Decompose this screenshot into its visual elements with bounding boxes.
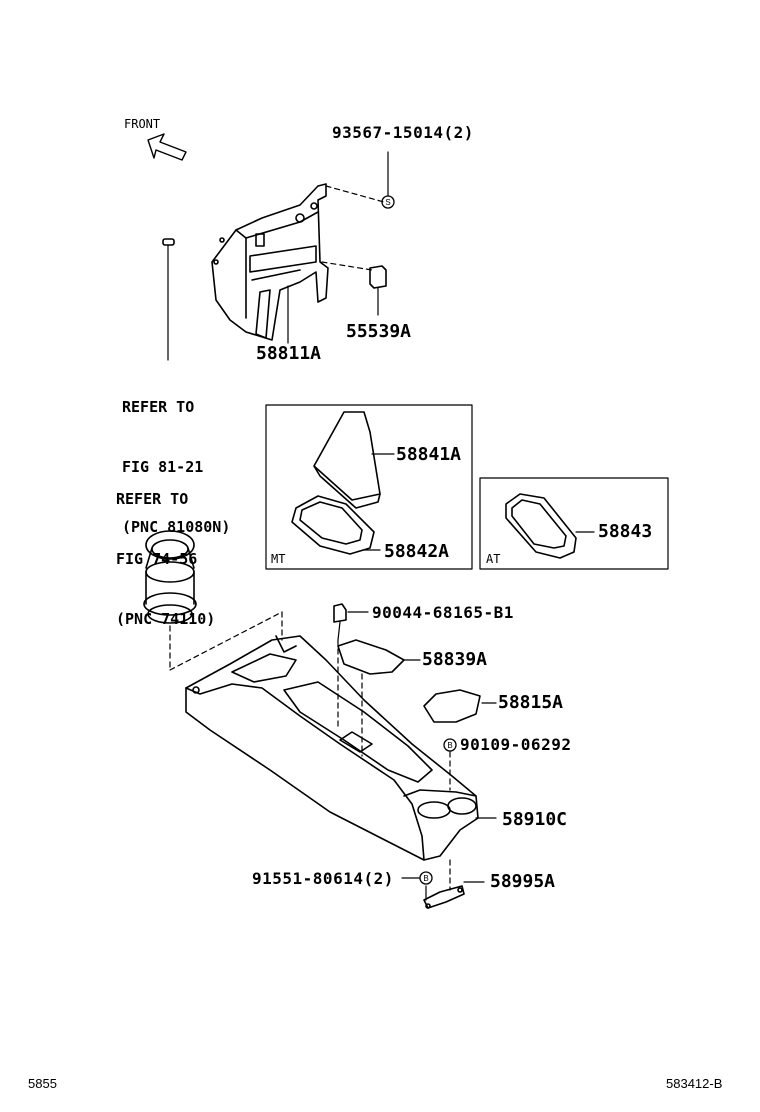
- bezel-58843: [505, 493, 595, 559]
- part-58995a: 58995A: [490, 871, 556, 892]
- bolt-90044: [333, 603, 369, 729]
- part-90044: 90044-68165-B1: [372, 603, 514, 622]
- refer-note-81-line3: (PNC 81080N): [122, 518, 231, 536]
- front-label: FRONT: [124, 117, 161, 131]
- part-58843: 58843: [598, 521, 653, 542]
- footer-right: 583412-B: [666, 1076, 723, 1091]
- shift-boot-58841a: [313, 411, 395, 509]
- part-91551: 91551-80614(2): [252, 869, 394, 888]
- cover-58839a: [337, 639, 421, 757]
- b-symbol-letter-1: B: [447, 741, 452, 750]
- b-symbol-letter-2: B: [423, 874, 428, 883]
- clip-55539a: [369, 265, 387, 316]
- console-58910c: [185, 635, 497, 861]
- bezel-58842a: [291, 495, 381, 555]
- part-58841a: 58841A: [396, 444, 462, 465]
- clip-pin-icon: [162, 238, 175, 361]
- refer-note-74-line2: FIG 74-56: [116, 550, 198, 568]
- part-58811a: 58811A: [256, 343, 322, 364]
- part-55539a: 55539A: [346, 321, 412, 342]
- upper-panel-58811a: [211, 183, 329, 344]
- part-58839a: 58839A: [422, 649, 488, 670]
- refer-note-74: REFER TO FIG 74-56 (PNC 74110): [116, 449, 215, 649]
- part-58815a: 58815A: [498, 692, 564, 713]
- part-90109: 90109-06292: [460, 735, 572, 754]
- refer-note-81-line2: FIG 81-21: [122, 458, 204, 476]
- s-symbol-letter: S: [385, 198, 390, 207]
- refer-note-74-line1: REFER TO: [116, 490, 189, 508]
- refer-note-74-line3: (PNC 74110): [116, 610, 216, 628]
- part-58842a: 58842A: [384, 541, 450, 562]
- s-symbol-icon: [381, 195, 395, 209]
- part-58910c: 58910C: [502, 809, 568, 830]
- mt-box: [265, 404, 473, 570]
- refer-note-81-line1: REFER TO: [122, 398, 195, 416]
- bracket-58995a: [423, 859, 485, 909]
- mt-box-label: MT: [271, 552, 286, 566]
- refer-note-81: REFER TO FIG 81-21 (PNC 81080N): [122, 357, 230, 557]
- b-symbol-icon-2: [419, 871, 433, 885]
- cup-holder: [143, 530, 197, 624]
- footer-left: 5855: [28, 1076, 57, 1091]
- at-box-label: AT: [486, 552, 501, 566]
- front-arrow-icon: [147, 133, 187, 161]
- at-box: [479, 477, 669, 570]
- mat-58815a: [423, 689, 497, 723]
- part-93567: 93567-15014(2): [332, 123, 474, 142]
- b-symbol-icon-1: [443, 738, 457, 752]
